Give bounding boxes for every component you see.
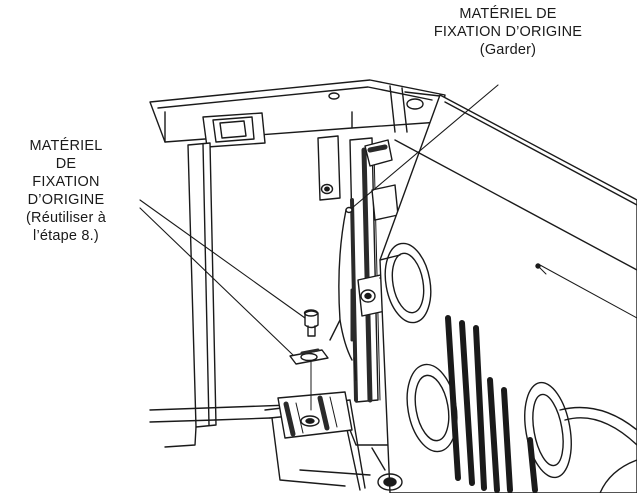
callout-top-line-3: (Garder) (479, 42, 537, 58)
callout-left-line-3: FIXATION (32, 174, 100, 190)
callout-left-line-1: MATÉRIEL (29, 138, 103, 154)
callout-keep-hardware: MATÉRIEL DE FIXATION D’ORIGINE (Garder) (395, 5, 621, 59)
leader-left-to-bolt (139, 199, 306, 319)
leader-lines (139, 84, 499, 356)
left-post (164, 142, 217, 448)
bottom-bracket (277, 391, 396, 446)
callout-top-line-2: FIXATION D’ORIGINE (433, 24, 583, 40)
top-frame-rail (149, 79, 446, 143)
washer (289, 348, 329, 365)
callout-left-line-4: D’ORIGINE (27, 192, 105, 208)
callout-left-line-2: DE (55, 156, 77, 172)
mounting-hardware (289, 309, 329, 411)
leader-left-to-washer (139, 207, 294, 356)
upper-clip (317, 135, 399, 221)
panel-fins (445, 315, 538, 493)
bolt (303, 309, 319, 337)
callout-reuse-hardware: MATÉRIEL DE FIXATION D’ORIGINE (Réutilis… (0, 137, 132, 245)
base-hub (371, 447, 403, 491)
callout-top-line-1: MATÉRIEL DE (459, 6, 557, 22)
callout-left-line-6: l’étape 8.) (33, 228, 99, 244)
panel-fairing (559, 406, 637, 493)
leader-top-to-clip (351, 84, 499, 209)
callout-left-line-5: (Réutiliser à (26, 210, 106, 226)
rail-port (202, 112, 266, 148)
panel-vents (384, 242, 572, 479)
